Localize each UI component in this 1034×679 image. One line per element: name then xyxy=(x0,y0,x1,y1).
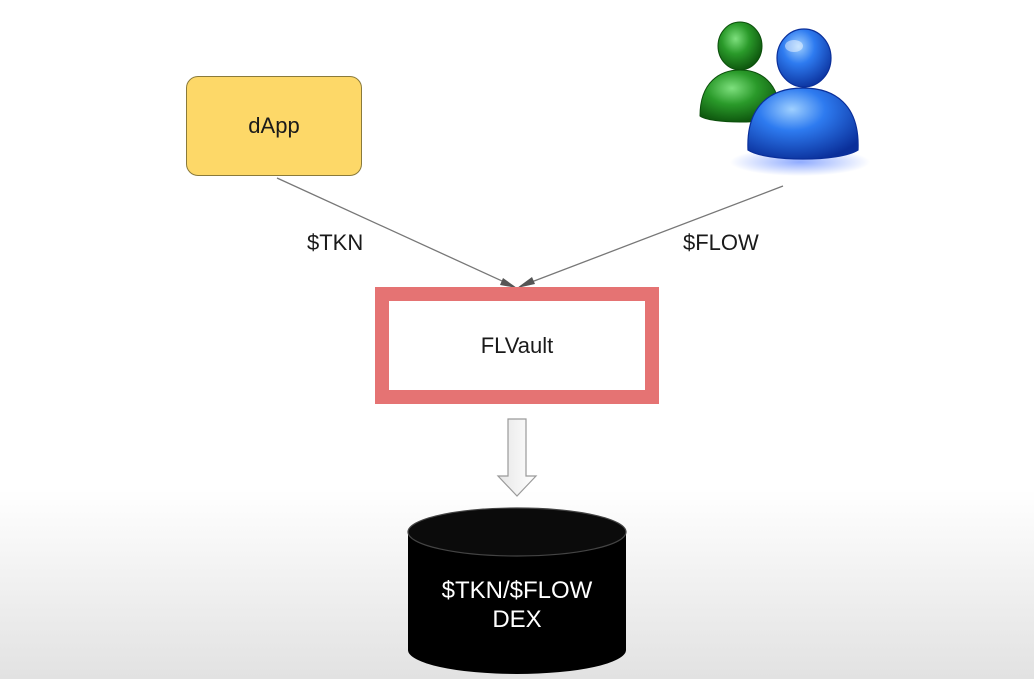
vault-node: FLVault xyxy=(375,287,659,404)
dex-label: $TKN/$FLOW DEX xyxy=(408,576,626,634)
arrowhead-users xyxy=(517,277,535,288)
edge-label-flow: $FLOW xyxy=(683,230,759,255)
dex-label-line1: $TKN/$FLOW xyxy=(441,577,593,604)
edge-label-tkn: $TKN xyxy=(307,230,364,255)
edge-dapp-to-vault xyxy=(276,177,514,287)
vault-label: FLVault xyxy=(480,332,554,358)
dex-label-line2: DEX xyxy=(492,606,542,633)
users-icon xyxy=(699,21,870,176)
dapp-node: dApp xyxy=(186,76,362,176)
dex-cylinder xyxy=(407,507,627,674)
edge-users-to-vault xyxy=(520,185,784,287)
vault-inner: FLVault xyxy=(389,301,645,390)
down-arrow xyxy=(496,418,538,497)
arrowhead-dapp xyxy=(500,278,517,288)
dapp-label: dApp xyxy=(248,113,300,138)
